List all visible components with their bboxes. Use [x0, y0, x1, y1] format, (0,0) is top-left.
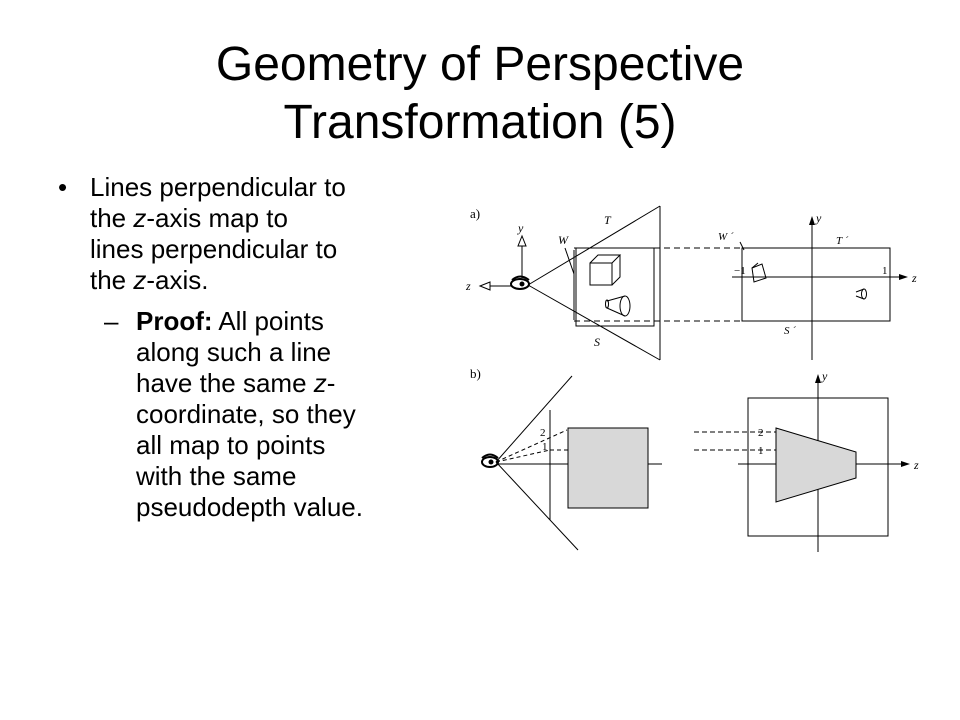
sub-bullet-line: coordinate, so they: [136, 399, 468, 430]
sub-bullet-line: pseudodepth value.: [136, 492, 468, 523]
shaded-square: [567, 427, 649, 509]
bullet-line: the z-axis.: [90, 265, 468, 296]
bullet-line: Lines perpendicular to: [90, 172, 468, 203]
text-run: All points: [212, 306, 324, 336]
projected-cube-icon: [751, 263, 767, 283]
label-W: W: [558, 233, 569, 247]
bullet-list: • Lines perpendicular to the z-axis map …: [58, 172, 468, 523]
frustum-bottom-edge: [527, 284, 661, 361]
ray-2: [495, 429, 568, 463]
italic-z: z: [313, 368, 327, 398]
title-line-2: Transformation (5): [283, 96, 677, 149]
italic-z: z: [133, 203, 147, 233]
label-line-1-b2: 1: [758, 445, 764, 457]
sub-bullet-marker: –: [104, 306, 119, 336]
label-line-1-b: 1: [542, 441, 548, 453]
panel-a-label: a): [470, 206, 480, 221]
italic-z: z: [133, 265, 147, 295]
small-z-label: z: [465, 279, 471, 293]
bullet-marker: •: [58, 172, 68, 202]
eye-icon-a: [510, 275, 530, 290]
proof-label: Proof:: [136, 306, 213, 336]
z-arrow-b: [901, 461, 910, 467]
label-W-prime: W ´: [718, 231, 734, 243]
y-label-b: y: [821, 369, 828, 383]
label-S: S: [594, 335, 600, 349]
text-run: -axis map to: [146, 203, 288, 233]
text-run: the: [90, 203, 134, 233]
projected-cone-icon: [855, 288, 867, 300]
small-y-arrow: [517, 234, 527, 247]
W-prime-pointer: [739, 241, 745, 251]
cube-icon: [589, 254, 622, 286]
text-run: Lines perpendicular to: [90, 172, 346, 202]
perspective-figure: a) y z T S W y z −1 1 T: [465, 205, 919, 552]
eye-icon-b: [481, 453, 499, 468]
canonical-rect-a: [741, 247, 891, 322]
W-pointer: [564, 247, 575, 275]
frustum-bottom-edge-b: [495, 461, 579, 551]
bullet-line: lines perpendicular to: [90, 234, 468, 265]
y-arrow-b: [815, 374, 821, 383]
y-label-a: y: [815, 211, 822, 225]
text-run: all map to points: [136, 430, 326, 460]
bullet-item: • Lines perpendicular to the z-axis map …: [58, 172, 468, 296]
text-run: -: [326, 368, 336, 398]
z-label-b: z: [913, 458, 919, 472]
frustum-top-edge-b: [495, 375, 573, 463]
z-arrow-a: [899, 274, 908, 280]
label-T-prime: T ´: [836, 235, 849, 247]
y-arrow-a: [809, 216, 815, 225]
panel-b-label: b): [470, 366, 481, 381]
text-run: coordinate, so they: [136, 399, 356, 429]
tick-1: 1: [882, 265, 888, 277]
sub-bullet-line: have the same z-: [136, 368, 468, 399]
sub-bullet-line: with the same: [136, 461, 468, 492]
label-T: T: [604, 213, 612, 227]
small-y-label: y: [517, 221, 524, 235]
text-run: have the same: [136, 368, 314, 398]
sub-bullet-line: all map to points: [136, 430, 468, 461]
projected-cube-edge: [751, 262, 759, 269]
text-run: lines perpendicular to: [90, 234, 338, 264]
slide-title: Geometry of Perspective Transformation (…: [0, 36, 960, 152]
text-run: pseudodepth value.: [136, 492, 363, 522]
sub-bullet-line: along such a line: [136, 337, 468, 368]
bullet-line: the z-axis map to: [90, 203, 468, 234]
small-z-arrow: [478, 281, 491, 291]
cone-icon: [605, 295, 631, 317]
sub-bullet-line: Proof: All points: [136, 306, 468, 337]
text-run: -axis.: [146, 265, 209, 295]
z-label-a: z: [911, 271, 917, 285]
title-line-1: Geometry of Perspective: [215, 38, 745, 91]
shaded-trapezoid: [775, 427, 857, 503]
text-run: the: [90, 265, 134, 295]
label-S-prime: S ´: [784, 325, 796, 337]
sub-bullet-item: – Proof: All points along such a line ha…: [58, 306, 468, 523]
label-line-2-b2: 2: [758, 427, 764, 439]
label-line-2-b: 2: [540, 427, 546, 439]
text-run: with the same: [136, 461, 297, 491]
frustum-top-edge: [527, 205, 661, 286]
text-run: along such a line: [136, 337, 332, 367]
ray-1: [495, 449, 551, 463]
tick-neg1: −1: [734, 265, 746, 277]
